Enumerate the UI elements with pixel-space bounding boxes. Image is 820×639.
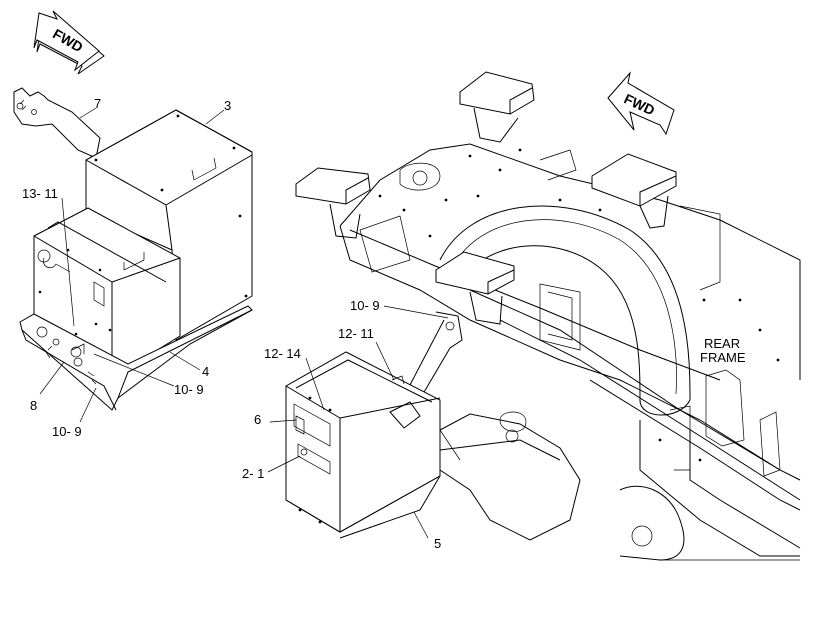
callout-12-14: 12- 14: [264, 346, 301, 361]
callout-6: 6: [254, 412, 261, 427]
callout-3: 3: [224, 98, 231, 113]
fwd-arrow-right: FWD: [607, 71, 675, 136]
callout-2-1: 2- 1: [242, 466, 264, 481]
rear-frame: [295, 71, 801, 561]
callout-labels: 7 3 13- 11 4 10- 9 8 10- 9 10- 9 12- 11 …: [22, 96, 746, 551]
callout-8: 8: [30, 398, 37, 413]
right-battery-assembly: [285, 311, 581, 541]
rear-frame-label-line2: FRAME: [700, 350, 746, 365]
callout-5: 5: [434, 536, 441, 551]
callout-7: 7: [94, 96, 101, 111]
left-battery-assembly: [13, 87, 253, 411]
callout-10-9-b: 10- 9: [52, 424, 82, 439]
callout-10-9-a: 10- 9: [174, 382, 204, 397]
fwd-arrow-left: FWD: [33, 10, 105, 75]
leader-lines: [39, 107, 449, 539]
callout-4: 4: [202, 364, 209, 379]
callout-10-9-c: 10- 9: [350, 298, 380, 313]
callout-12-11: 12- 11: [338, 326, 374, 341]
callout-13-11: 13- 11: [22, 186, 58, 201]
rear-frame-label-line1: REAR: [704, 336, 740, 351]
